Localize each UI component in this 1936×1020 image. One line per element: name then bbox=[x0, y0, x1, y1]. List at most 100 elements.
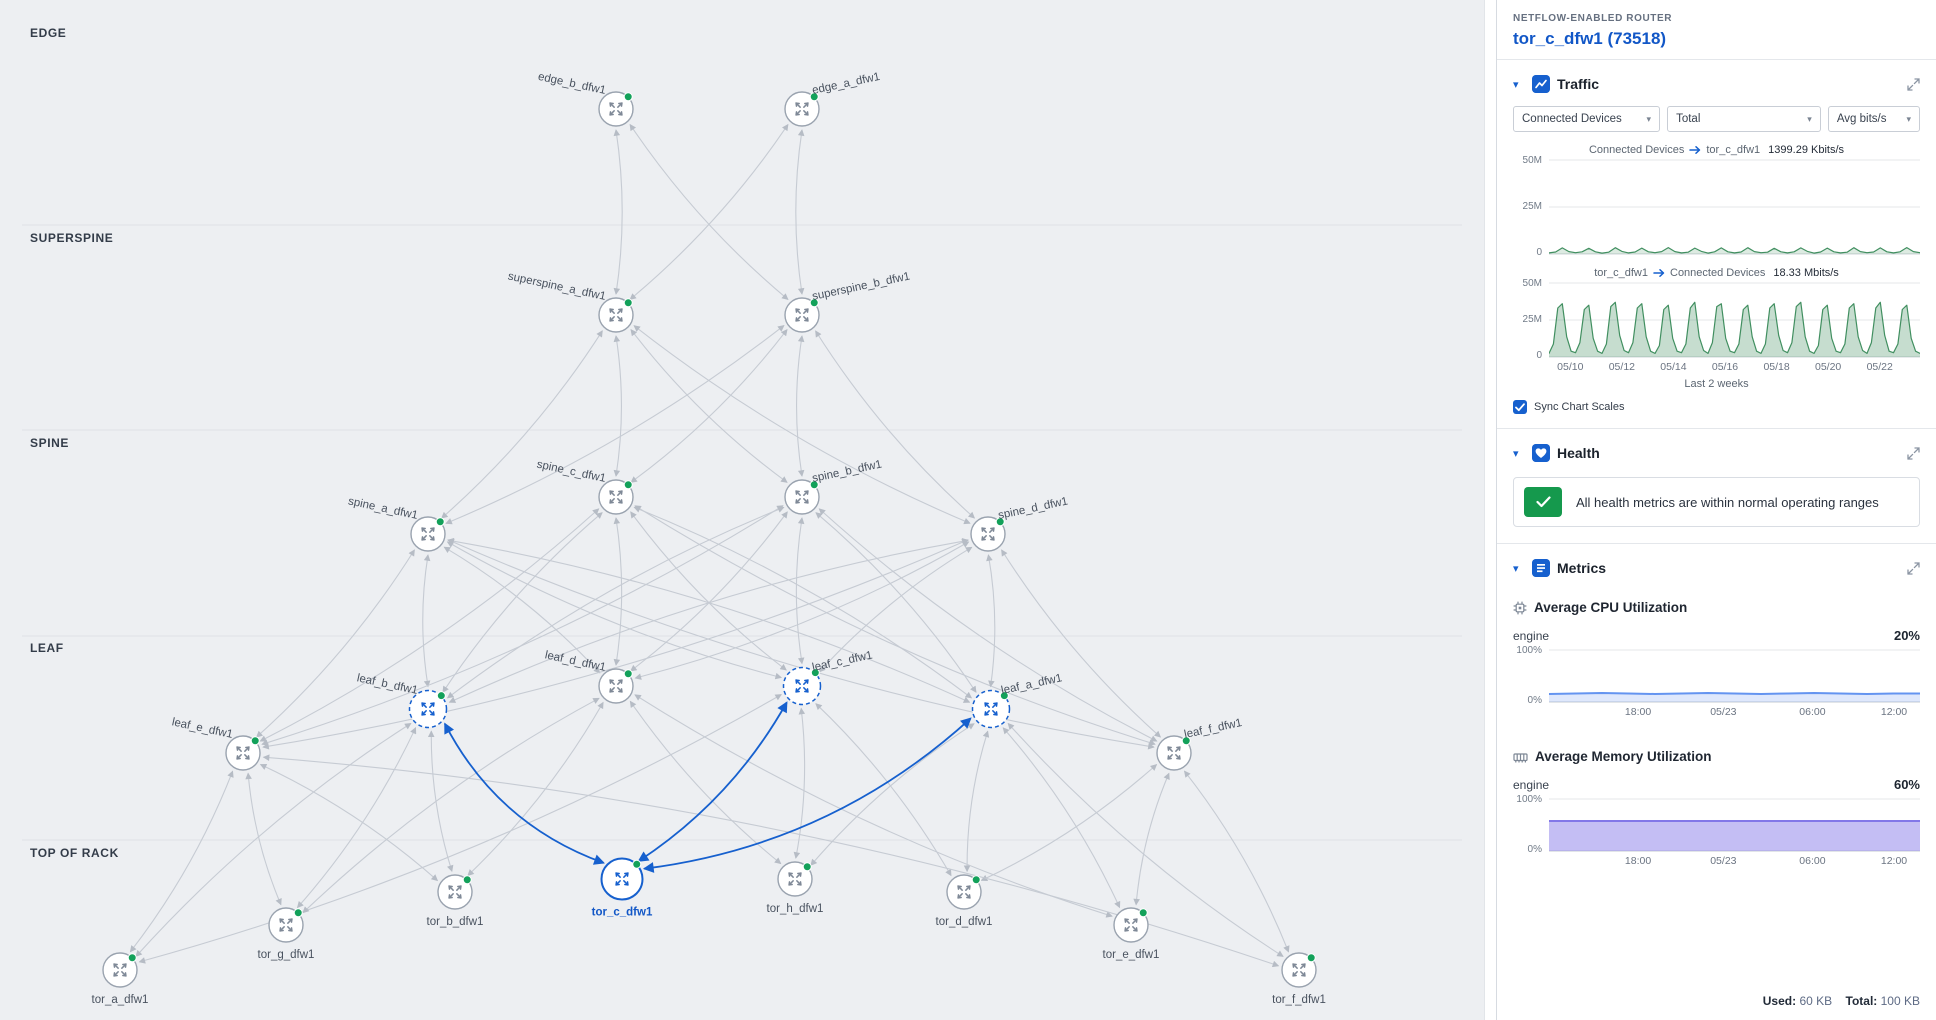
cpu-metric-title: Average CPU Utilization bbox=[1513, 600, 1920, 615]
cpu-series-row: engine 20% bbox=[1513, 628, 1920, 643]
topology-link bbox=[629, 123, 789, 300]
traffic-chart2-plot bbox=[1549, 282, 1920, 358]
node-superspine_b_dfw1[interactable]: superspine_b_dfw1 bbox=[784, 270, 911, 333]
topology-link bbox=[630, 329, 788, 483]
series-value: 20% bbox=[1893, 628, 1920, 643]
dropdown-dimension[interactable]: Connected Devices ▾ bbox=[1513, 106, 1661, 132]
sync-scales-row: Sync Chart Scales bbox=[1513, 400, 1920, 428]
topology-link-selected[interactable] bbox=[444, 722, 605, 865]
traffic-chart1: 50M 25M 0 bbox=[1513, 155, 1920, 258]
panel-header: NETFLOW-ENABLED ROUTER tor_c_dfw1 (73518… bbox=[1497, 0, 1936, 60]
memory-metric-label: Average Memory Utilization bbox=[1535, 749, 1712, 764]
node-leaf_f_dfw1[interactable]: leaf_f_dfw1 bbox=[1156, 717, 1243, 771]
chevron-down-icon: ▾ bbox=[1807, 113, 1812, 124]
node-label: tor_f_dfw1 bbox=[1272, 994, 1326, 1006]
topology-link bbox=[810, 723, 975, 866]
node-tor_g_dfw1[interactable]: tor_g_dfw1 bbox=[258, 907, 315, 961]
memory-usage-footer: Used: 60 KB Total: 100 KB bbox=[1513, 994, 1920, 1020]
node-tor_f_dfw1[interactable]: tor_f_dfw1 bbox=[1272, 952, 1326, 1006]
traffic-filters: Connected Devices ▾ Total ▾ Avg bits/s ▾ bbox=[1513, 106, 1920, 132]
node-spine_d_dfw1[interactable]: spine_d_dfw1 bbox=[970, 495, 1069, 552]
node-leaf_d_dfw1[interactable]: leaf_d_dfw1 bbox=[544, 649, 634, 704]
node-superspine_a_dfw1[interactable]: superspine_a_dfw1 bbox=[507, 270, 634, 333]
traffic-chart1-title: Connected Devices tor_c_dfw1 1399.29 Kbi… bbox=[1513, 144, 1920, 156]
node-spine_c_dfw1[interactable]: spine_c_dfw1 bbox=[536, 459, 634, 515]
checkmark-icon bbox=[1515, 402, 1525, 411]
arrow-right-icon bbox=[1653, 269, 1665, 277]
collapse-caret-icon[interactable]: ▾ bbox=[1513, 562, 1519, 575]
node-edge_b_dfw1[interactable]: edge_b_dfw1 bbox=[537, 71, 634, 127]
chart-to-label: Connected Devices bbox=[1670, 267, 1766, 279]
topology-link bbox=[815, 330, 976, 519]
total-value: 100 KB bbox=[1880, 994, 1920, 1008]
x-tick-label: 06:00 bbox=[1799, 855, 1826, 867]
status-up-dot bbox=[809, 480, 819, 490]
cpu-chart-plot bbox=[1549, 649, 1920, 703]
memory-series-row: engine 60% bbox=[1513, 777, 1920, 792]
node-label: leaf_f_dfw1 bbox=[1183, 717, 1243, 741]
node-label: leaf_d_dfw1 bbox=[544, 649, 607, 674]
chart-from-label: tor_c_dfw1 bbox=[1594, 267, 1648, 279]
metrics-icon bbox=[1532, 559, 1550, 577]
status-up-dot bbox=[995, 517, 1005, 527]
chevron-down-icon: ▾ bbox=[1906, 113, 1911, 124]
expand-icon[interactable] bbox=[1907, 77, 1920, 91]
node-leaf_b_dfw1[interactable]: leaf_b_dfw1 bbox=[356, 672, 448, 729]
topology-link bbox=[259, 763, 439, 882]
status-up-dot bbox=[436, 691, 446, 701]
x-tick-label: 18:00 bbox=[1624, 706, 1652, 718]
node-label: superspine_a_dfw1 bbox=[507, 270, 607, 302]
status-up-dot bbox=[810, 668, 820, 678]
memory-chart: 100% 0% bbox=[1513, 794, 1920, 855]
status-up-dot bbox=[623, 298, 633, 308]
node-spine_b_dfw1[interactable]: spine_b_dfw1 bbox=[784, 458, 883, 515]
arrow-right-icon bbox=[1689, 146, 1701, 154]
node-leaf_a_dfw1[interactable]: leaf_a_dfw1 bbox=[971, 672, 1064, 729]
expand-icon[interactable] bbox=[1907, 561, 1920, 575]
topology-link bbox=[245, 772, 282, 906]
topology-link bbox=[796, 335, 805, 477]
node-spine_a_dfw1[interactable]: spine_a_dfw1 bbox=[347, 495, 446, 552]
tier-label: EDGE bbox=[30, 26, 66, 40]
topology-link bbox=[629, 700, 782, 865]
collapse-caret-icon[interactable]: ▾ bbox=[1513, 78, 1519, 91]
memory-chart-plot bbox=[1549, 798, 1920, 852]
topology-link-selected[interactable] bbox=[637, 701, 788, 862]
topology-link-selected[interactable] bbox=[642, 717, 972, 873]
collapse-caret-icon[interactable]: ▾ bbox=[1513, 447, 1519, 460]
topology-link bbox=[427, 730, 454, 873]
x-tick-label: 05/20 bbox=[1815, 361, 1842, 373]
health-section-label: Health bbox=[1557, 445, 1600, 461]
sync-checkbox[interactable] bbox=[1513, 400, 1527, 414]
topology-link bbox=[448, 538, 969, 703]
node-tor_h_dfw1[interactable]: tor_h_dfw1 bbox=[767, 861, 824, 915]
dropdown-units[interactable]: Avg bits/s ▾ bbox=[1827, 106, 1920, 132]
node-label: edge_b_dfw1 bbox=[537, 71, 607, 97]
topology-link bbox=[795, 129, 805, 295]
topology-link bbox=[613, 129, 623, 295]
node-edge_a_dfw1[interactable]: edge_a_dfw1 bbox=[784, 71, 881, 127]
node-tor_d_dfw1[interactable]: tor_d_dfw1 bbox=[936, 874, 993, 928]
topology-link bbox=[963, 730, 990, 873]
status-up-dot bbox=[971, 875, 981, 885]
node-tor_b_dfw1[interactable]: tor_b_dfw1 bbox=[427, 874, 484, 928]
memory-metric-title: Average Memory Utilization bbox=[1513, 749, 1920, 764]
node-label: edge_a_dfw1 bbox=[811, 71, 881, 97]
expand-icon[interactable] bbox=[1907, 446, 1920, 460]
status-up-dot bbox=[435, 517, 445, 527]
node-tor_a_dfw1[interactable]: tor_a_dfw1 bbox=[92, 952, 149, 1006]
total-label: Total: bbox=[1845, 994, 1878, 1008]
x-tick-label: 06:00 bbox=[1799, 706, 1826, 718]
tier-label: LEAF bbox=[30, 641, 64, 655]
dropdown-aggregation[interactable]: Total ▾ bbox=[1667, 106, 1821, 132]
device-title-link[interactable]: tor_c_dfw1 (73518) bbox=[1513, 29, 1667, 48]
node-leaf_c_dfw1[interactable]: leaf_c_dfw1 bbox=[782, 649, 874, 706]
node-tor_c_dfw1[interactable]: tor_c_dfw1 bbox=[592, 857, 653, 919]
topology-link bbox=[447, 539, 1155, 750]
node-tor_e_dfw1[interactable]: tor_e_dfw1 bbox=[1103, 907, 1160, 961]
node-leaf_e_dfw1[interactable]: leaf_e_dfw1 bbox=[171, 716, 261, 771]
